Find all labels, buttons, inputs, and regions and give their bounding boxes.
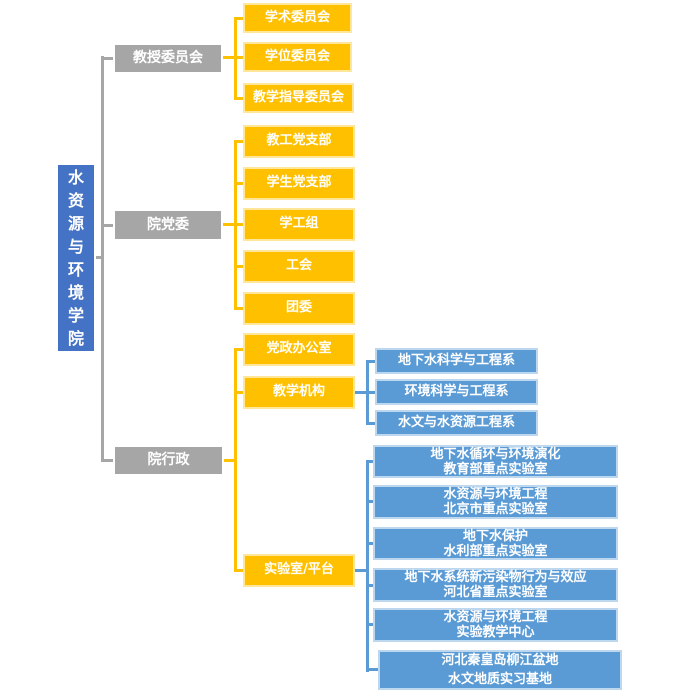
org-node-label-line2: 水文地质实习基地 xyxy=(447,672,552,687)
connector-stub-party-committee xyxy=(101,224,113,227)
org-node-label: 教工党支部 xyxy=(266,133,332,149)
connector-labs-stub-4 xyxy=(366,584,373,587)
org-node-student-party-branch: 学生党支部 xyxy=(243,167,355,200)
org-node-teaching-guidance-committee: 教学指导委员会 xyxy=(243,83,354,113)
connector-labs-vertical xyxy=(366,460,369,672)
org-node-label-line2: 北京市重点实验室 xyxy=(443,502,548,517)
org-node-professor-committee: 教授委员会 xyxy=(113,43,223,74)
connector-admin-stub-2 xyxy=(234,391,243,394)
org-node-label: 党政办公室 xyxy=(266,341,332,357)
org-node-label-line2: 教育部重点实验室 xyxy=(443,461,548,477)
org-node-label-line2: 河北省重点实验室 xyxy=(443,585,548,600)
org-node-label-line1: 地下水保护 xyxy=(462,528,528,544)
connector-stub-administration xyxy=(101,459,113,462)
org-node-labor-union: 工会 xyxy=(243,250,355,283)
connector-admin-through xyxy=(224,459,237,462)
org-node-teaching-organizations: 教学机构 xyxy=(243,376,355,409)
org-node-environmental-science-dept: 环境科学与工程系 xyxy=(375,379,538,405)
connector-committee-stub-1 xyxy=(234,17,243,20)
org-node-degree-committee: 学位委员会 xyxy=(243,42,352,72)
org-node-staff-party-branch: 教工党支部 xyxy=(243,125,355,158)
connector-party-stub-4 xyxy=(234,265,243,268)
org-node-field-practice-base: 河北秦皇岛柳江盆地 水文地质实习基地 xyxy=(378,650,622,690)
connector-admin-stub-1 xyxy=(234,348,243,351)
org-node-label-line2: 水利部重点实验室 xyxy=(443,543,548,559)
org-node-label: 学工组 xyxy=(279,216,319,232)
connector-party-stub-5 xyxy=(234,307,243,310)
connector-teaching-through xyxy=(355,391,375,394)
org-node-labs-platforms: 实验室/平台 xyxy=(243,554,355,587)
org-node-label: 学术委员会 xyxy=(264,9,330,25)
org-node-label-line1: 地下水系统新污染物行为与效应 xyxy=(404,570,587,585)
org-node-lab-experimental-teaching-center: 水资源与环境工程 实验教学中心 xyxy=(373,608,618,642)
connector-labs-through xyxy=(355,569,369,572)
org-node-label-line1: 水资源与环境工程 xyxy=(443,487,548,502)
org-node-label: 学生党支部 xyxy=(266,175,332,191)
org-node-label: 实验室/平台 xyxy=(264,562,334,578)
connector-labs-stub-6 xyxy=(366,668,378,671)
org-node-label: 环境科学与工程系 xyxy=(404,383,509,399)
org-node-hydrology-water-resources-dept: 水文与水资源工程系 xyxy=(375,410,538,436)
org-node-administration: 院行政 xyxy=(113,445,224,476)
connector-party-stub-1 xyxy=(234,140,243,143)
org-node-lab-beijing-key: 水资源与环境工程 北京市重点实验室 xyxy=(373,485,618,519)
connector-party-stub-2 xyxy=(234,182,243,185)
org-node-label: 院党委 xyxy=(147,216,189,233)
connector-committee-through xyxy=(222,56,243,59)
connector-gray-trunk xyxy=(101,56,104,461)
org-node-label: 团委 xyxy=(285,300,312,316)
org-node-lab-mwr-key: 地下水保护 水利部重点实验室 xyxy=(373,527,618,560)
org-node-label: 水文与水资源工程系 xyxy=(397,414,515,430)
org-node-lab-moe-key: 地下水循环与环境演化 教育部重点实验室 xyxy=(373,445,618,478)
connector-committee-stub-3 xyxy=(234,97,243,100)
org-node-label: 地下水科学与工程系 xyxy=(397,352,515,368)
org-node-label-line1: 河北秦皇岛柳江盆地 xyxy=(441,653,559,668)
org-node-label: 院行政 xyxy=(147,452,190,469)
org-node-label: 学位委员会 xyxy=(264,48,330,64)
connector-labs-stub-1 xyxy=(366,460,373,463)
connector-labs-stub-3 xyxy=(366,542,373,545)
org-node-youth-league: 团委 xyxy=(243,292,355,325)
org-node-label: 教授委员会 xyxy=(133,50,203,67)
org-node-label: 教学机构 xyxy=(272,384,325,400)
connector-stub-professor-committee xyxy=(101,57,113,60)
org-node-label-line1: 地下水循环与环境演化 xyxy=(430,446,561,462)
connector-labs-stub-5 xyxy=(366,623,373,626)
org-node-label-line1: 水资源与环境工程 xyxy=(443,610,548,625)
org-node-groundwater-science-dept: 地下水科学与工程系 xyxy=(375,348,538,374)
org-node-label: 工会 xyxy=(285,258,312,274)
connector-admin-stub-3 xyxy=(234,569,243,572)
org-node-label-line2: 实验教学中心 xyxy=(456,625,535,640)
org-node-student-affairs-group: 学工组 xyxy=(243,208,355,241)
org-node-root-label: 水资源与环境学院 xyxy=(68,168,85,348)
org-node-root: 水资源与环境学院 xyxy=(56,163,96,353)
org-node-academic-committee: 学术委员会 xyxy=(243,3,352,33)
connector-party-through xyxy=(223,223,243,226)
connector-labs-stub-2 xyxy=(366,500,373,503)
org-node-party-admin-office: 党政办公室 xyxy=(243,333,355,366)
connector-teaching-stub-1 xyxy=(366,360,375,363)
connector-root-stub xyxy=(96,256,104,259)
org-node-lab-hebei-key: 地下水系统新污染物行为与效应 河北省重点实验室 xyxy=(373,568,618,602)
org-node-party-committee: 院党委 xyxy=(113,209,223,241)
connector-teaching-stub-3 xyxy=(366,422,375,425)
org-node-label: 教学指导委员会 xyxy=(252,89,344,105)
